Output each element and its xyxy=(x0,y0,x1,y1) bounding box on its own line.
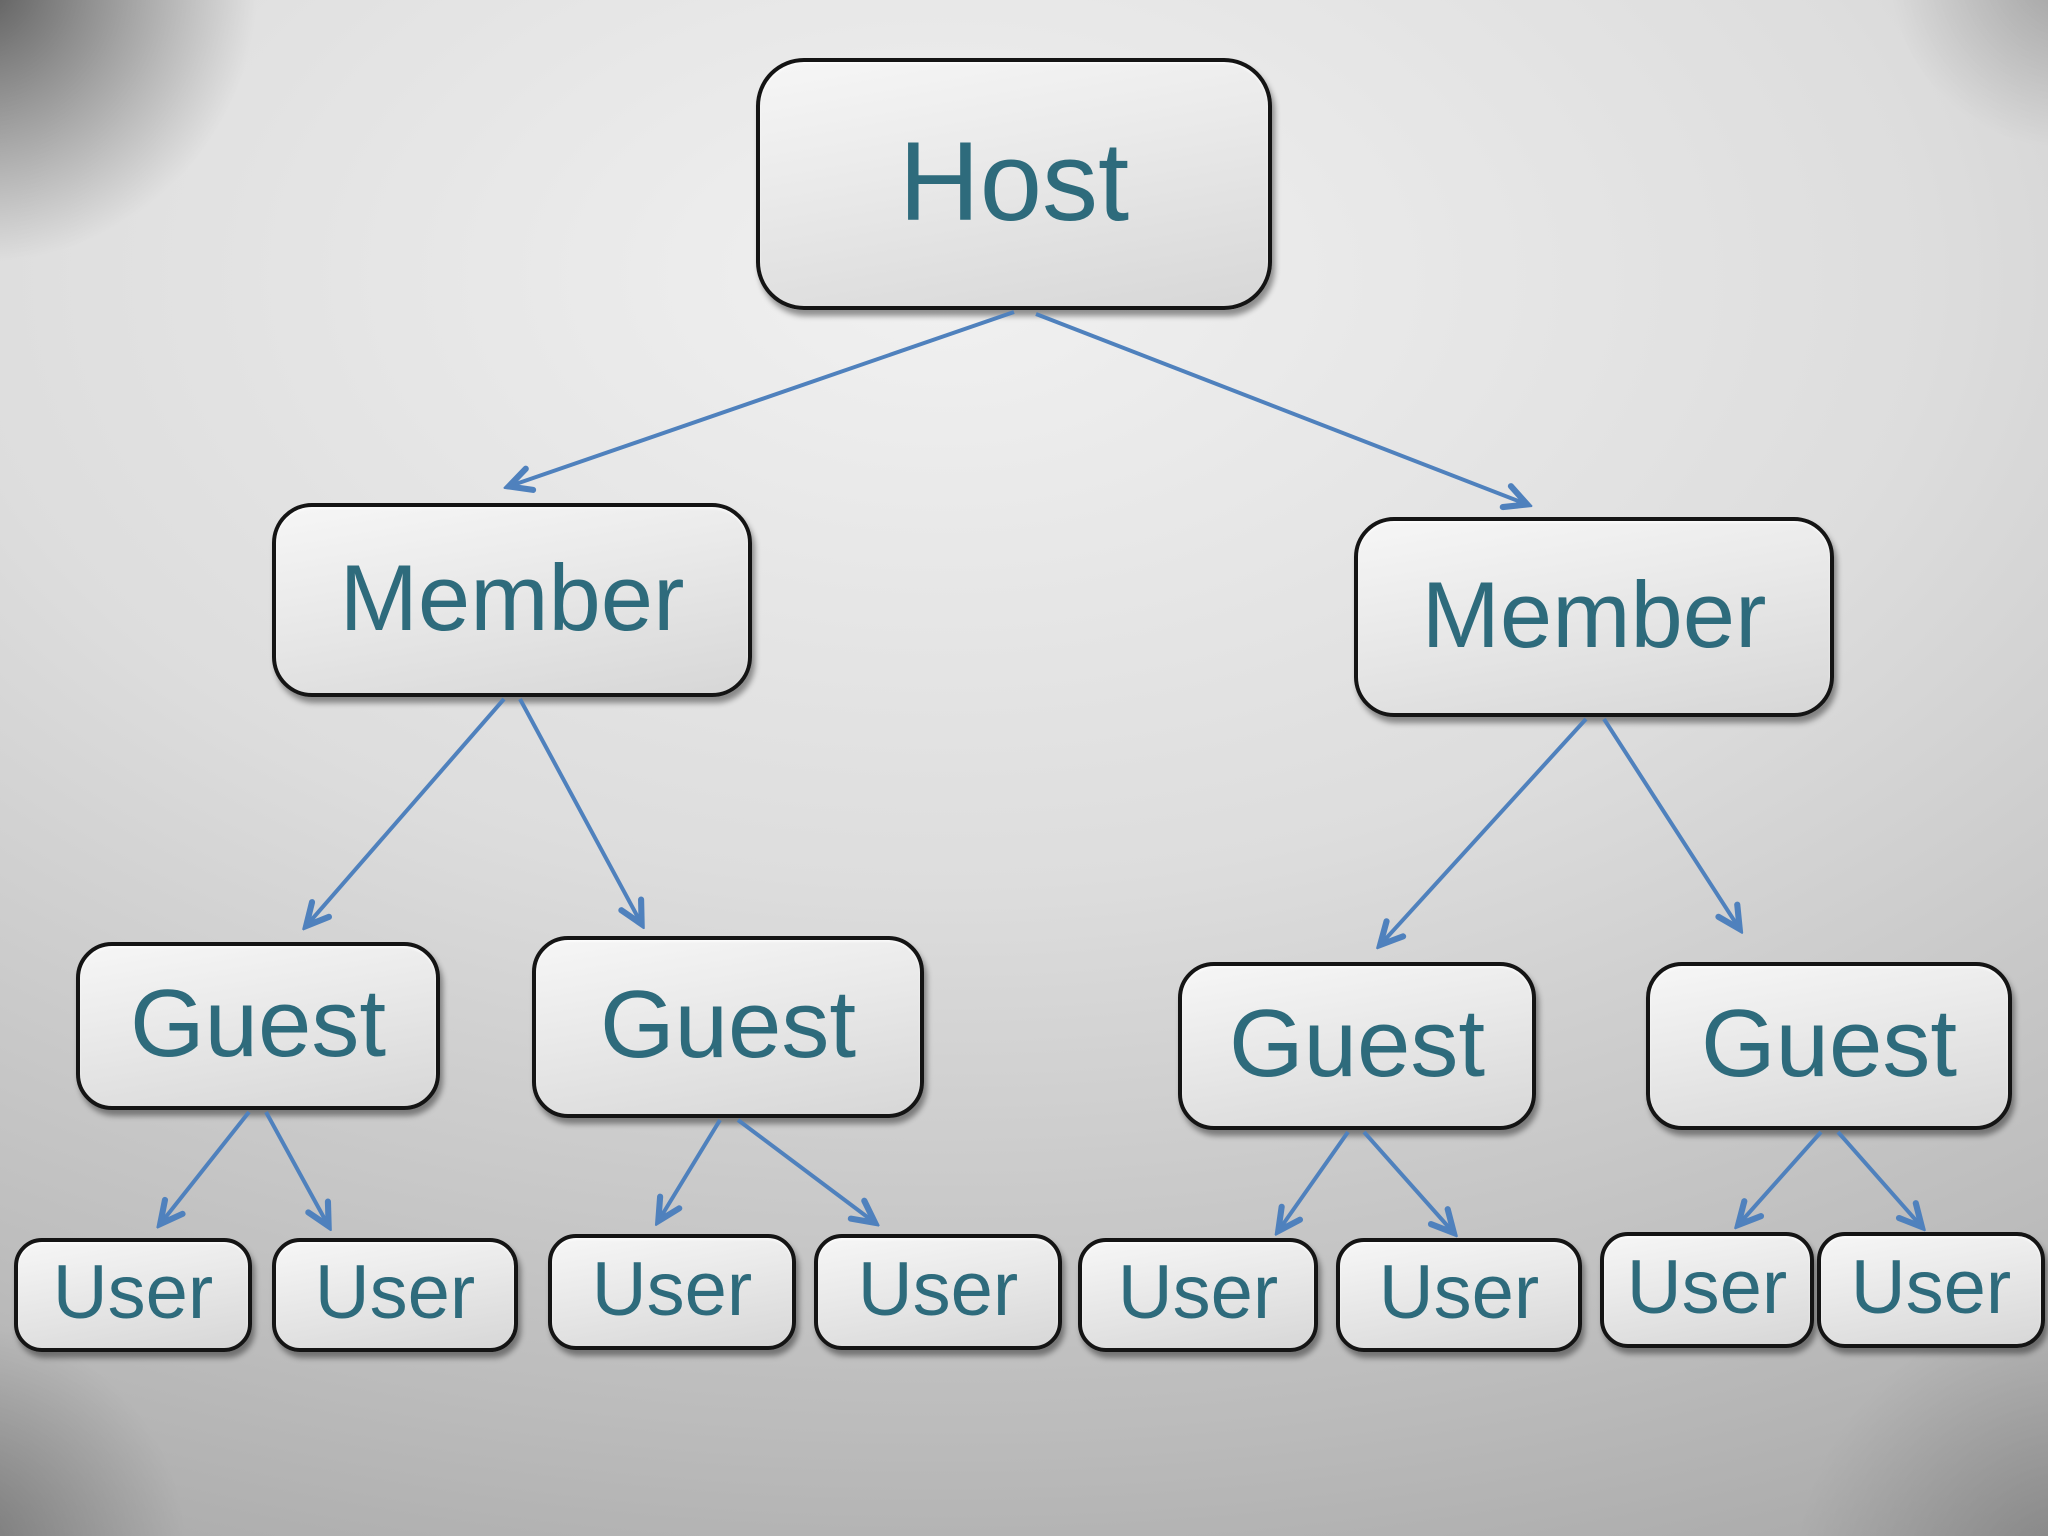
node-label: User xyxy=(857,1247,1019,1332)
node-label: User xyxy=(52,1250,214,1335)
node-label: User xyxy=(314,1250,476,1335)
node-label: User xyxy=(1626,1245,1788,1330)
node-user-2: User xyxy=(272,1238,518,1352)
node-label: User xyxy=(1378,1250,1540,1335)
node-label: Member xyxy=(339,545,685,650)
node-guest-2: Guest xyxy=(532,936,924,1118)
node-label: Guest xyxy=(1228,990,1486,1097)
node-user-8: User xyxy=(1817,1232,2045,1348)
node-label: User xyxy=(1117,1250,1279,1335)
node-user-1: User xyxy=(14,1238,252,1352)
node-guest-1: Guest xyxy=(76,942,440,1110)
node-member-1: Member xyxy=(272,503,752,697)
node-label: Guest xyxy=(1700,990,1958,1097)
node-guest-4: Guest xyxy=(1646,962,2012,1130)
node-label: Member xyxy=(1421,562,1767,667)
node-host: Host xyxy=(756,58,1272,310)
node-user-5: User xyxy=(1078,1238,1318,1352)
node-label: User xyxy=(1850,1245,2012,1330)
node-user-7: User xyxy=(1600,1232,1814,1348)
node-guest-3: Guest xyxy=(1178,962,1536,1130)
node-user-4: User xyxy=(814,1234,1062,1350)
node-member-2: Member xyxy=(1354,517,1834,717)
node-user-3: User xyxy=(548,1234,796,1350)
node-user-6: User xyxy=(1336,1238,1582,1352)
node-label: Guest xyxy=(599,971,857,1078)
node-label: Host xyxy=(898,119,1130,244)
node-label: Guest xyxy=(129,970,387,1077)
node-label: User xyxy=(591,1247,753,1332)
